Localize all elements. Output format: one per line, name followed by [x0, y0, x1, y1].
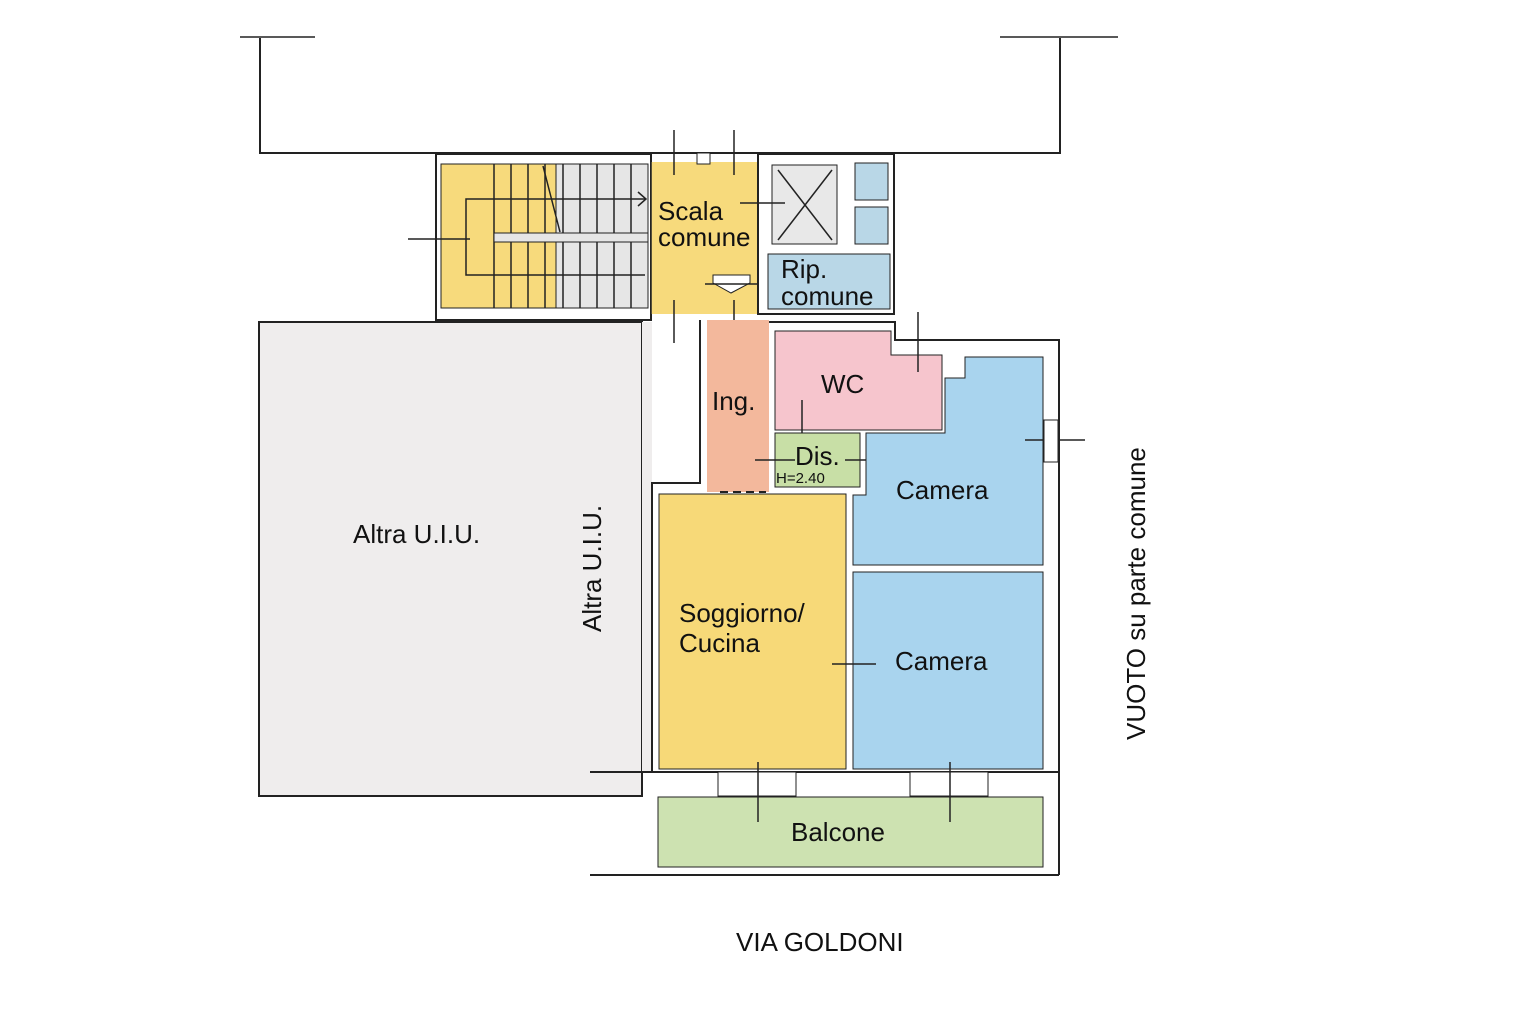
ing-label: Ing.: [712, 386, 755, 416]
scala-label-1: Scala: [658, 196, 724, 226]
duct: [854, 206, 889, 245]
wc-room: [774, 330, 943, 431]
camera-1-room: [852, 356, 1044, 566]
altra-uiu-label: Altra U.I.U.: [353, 519, 480, 549]
balcone-label: Balcone: [791, 817, 885, 847]
balcone-area: [657, 796, 1044, 868]
rip-label-1: Rip.: [781, 254, 827, 284]
apartment-outer-wall: [757, 321, 1060, 875]
dis-height-label: H=2.40: [776, 470, 825, 487]
duct: [854, 162, 889, 201]
ingresso-room: [707, 320, 769, 492]
vuoto-label: VUOTO su parte comune: [1121, 447, 1151, 740]
dis-label: Dis.: [795, 441, 840, 471]
stair-treads: [408, 164, 649, 308]
soggiorno-label-2: Cucina: [679, 628, 760, 658]
rip-comune-room: [767, 253, 891, 310]
altra-uiu-area: [258, 321, 643, 797]
upper-building-outline: [259, 38, 1061, 154]
soggiorno-label-1: Soggiorno/: [679, 598, 806, 628]
wc-label: WC: [821, 369, 864, 399]
apartment-west-wall: [590, 320, 701, 773]
window: [1043, 419, 1059, 463]
altra-uiu-vertical-label: Altra U.I.U.: [577, 505, 607, 632]
camera-2-room: [852, 571, 1044, 770]
camera-2-label: Camera: [895, 646, 988, 676]
altra-uiu-strip: [642, 322, 652, 772]
scala-label-2: comune: [658, 222, 751, 252]
balcony-door: [717, 771, 797, 797]
street-label: VIA GOLDONI: [736, 927, 904, 957]
rip-label-2: comune: [781, 281, 874, 311]
balcony-door: [909, 771, 989, 797]
scala-comune-room: [651, 162, 768, 314]
soggiorno-cucina-room: [658, 493, 847, 770]
column: [696, 152, 711, 165]
camera-1-label: Camera: [896, 475, 989, 505]
